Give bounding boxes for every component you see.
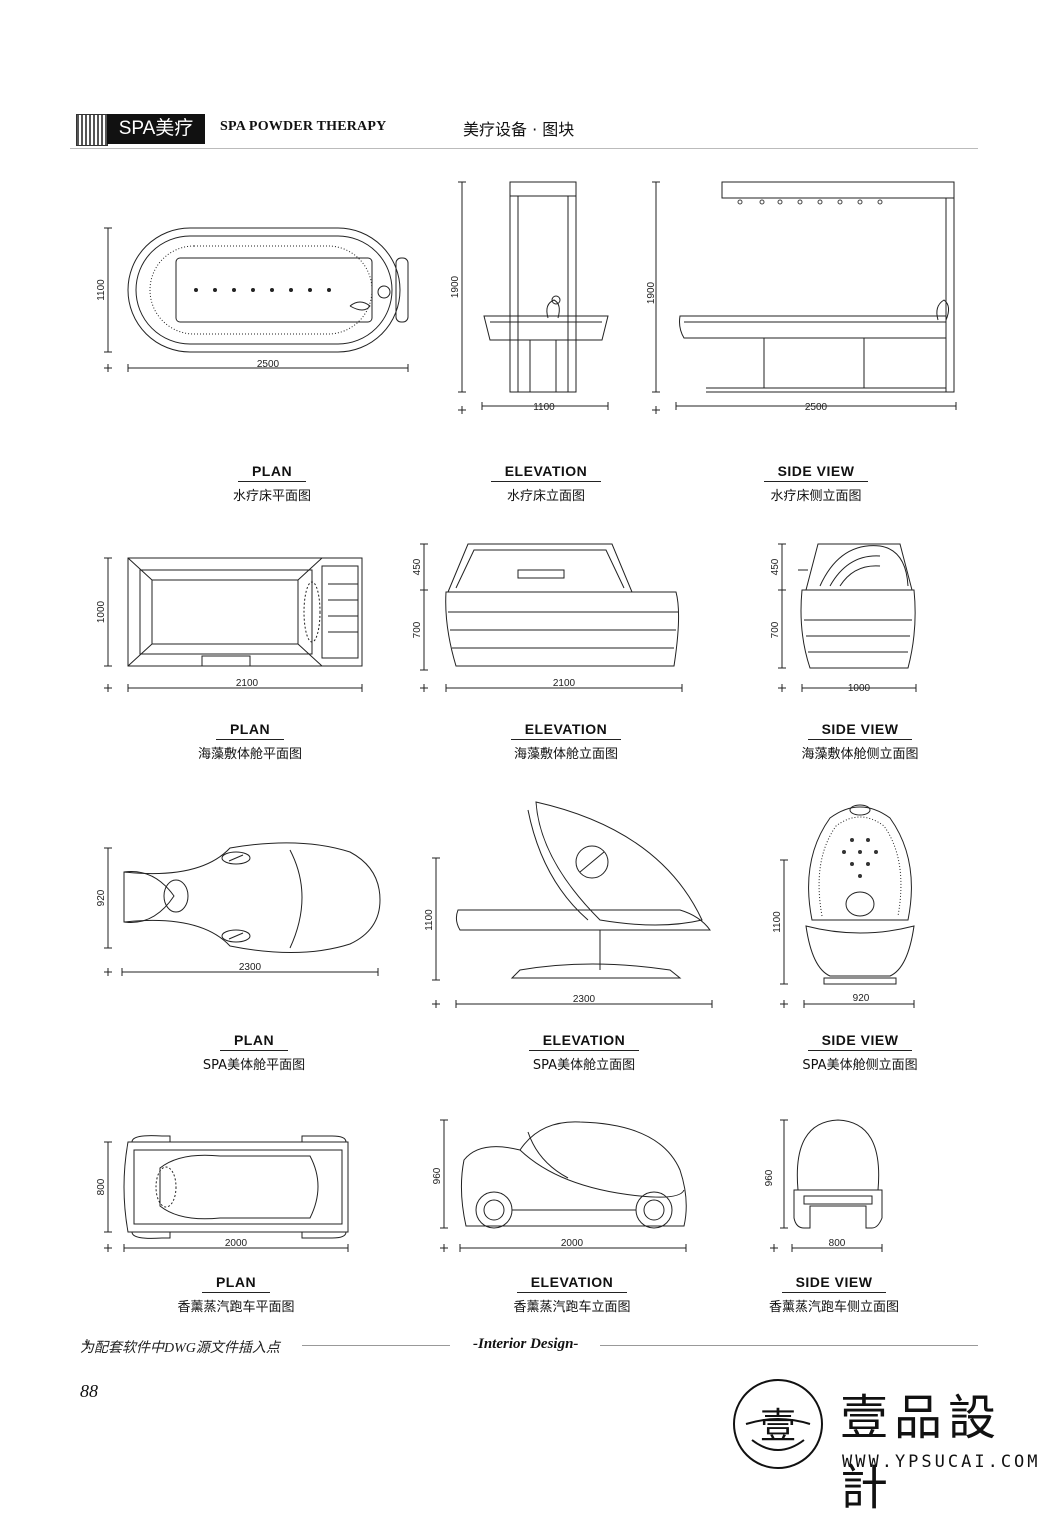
footer-series-title: -Interior Design- <box>473 1336 579 1352</box>
caption-plan-4: PLAN 香薰蒸汽跑车平面图 <box>177 1274 295 1315</box>
dim-elev-h-3: 1100 <box>424 909 435 931</box>
dim-side-h2-2: 700 <box>770 621 781 638</box>
dim-plan-h-3: 920 <box>96 889 107 906</box>
dim-elev-h-4: 960 <box>432 1167 443 1184</box>
dim-elev-h1-2: 450 <box>412 558 423 575</box>
header-title-cn: 美疗设备 · 图块 <box>463 120 575 139</box>
dim-elev-w-2: 2100 <box>553 678 576 689</box>
dim-elev-w-1: 1100 <box>533 402 555 413</box>
steam-car-elevation <box>440 1119 687 1252</box>
insertion-point-icon <box>82 1339 92 1349</box>
brand-seal-char: 壹 <box>760 1405 796 1446</box>
caption-elevation-1: ELEVATION 水疗床立面图 <box>456 461 636 504</box>
header-logo <box>76 114 108 146</box>
footer-rule-right <box>600 1345 978 1346</box>
seaweed-capsule-side-view <box>778 543 917 692</box>
caption-side-view-1: SIDE VIEW 水疗床侧立面图 <box>726 461 906 504</box>
page-number: 88 <box>80 1381 98 1401</box>
dim-side-h-4: 960 <box>764 1169 775 1186</box>
hydro-bed-side-view <box>652 181 957 414</box>
brand-seal-icon <box>733 1379 823 1469</box>
dim-elev-w-3: 2300 <box>573 994 596 1005</box>
header-title-en: SPA POWDER THERAPY <box>220 119 387 134</box>
header-divider <box>70 148 978 149</box>
brand-name: 壹品設計 <box>840 1390 1003 1516</box>
caption-side-view-2: SIDE VIEW 海藻敷体舱侧立面图 <box>801 721 919 762</box>
dim-plan-h-4: 800 <box>96 1178 107 1195</box>
hydro-bed-elevation <box>458 181 609 414</box>
caption-elevation-4: ELEVATION 香薰蒸汽跑车立面图 <box>513 1274 631 1315</box>
dim-plan-w-2: 2100 <box>236 678 259 689</box>
dim-side-w-1: 2500 <box>805 402 828 413</box>
dim-side-h1-2: 450 <box>770 558 781 575</box>
steam-car-side-view <box>770 1119 883 1252</box>
dim-side-w-4: 800 <box>829 1238 846 1249</box>
steam-car-plan <box>104 1135 349 1252</box>
insertion-point-note: 为配套软件中DWG源文件插入点 <box>80 1341 280 1356</box>
dim-side-w-2: 1000 <box>848 683 871 694</box>
spa-capsule-plan <box>104 842 381 976</box>
dim-side-h-3: 1100 <box>772 911 783 933</box>
caption-side-view-4: SIDE VIEW 香薰蒸汽跑车侧立面图 <box>768 1274 899 1315</box>
hydro-bed-plan <box>104 227 409 372</box>
dim-elev-h2-2: 700 <box>412 621 423 638</box>
caption-elevation-3: ELEVATION SPA美体舱立面图 <box>494 1030 674 1073</box>
brand-url: WWW.YPSUCAI.COM <box>842 1452 1041 1472</box>
dim-plan-h-2: 1000 <box>96 600 107 623</box>
caption-plan-1: PLAN 水疗床平面图 <box>232 463 311 504</box>
seaweed-capsule-elevation <box>420 543 683 692</box>
header-badge: SPA美疗 <box>107 114 205 144</box>
seaweed-capsule-plan <box>104 557 363 692</box>
dim-plan-h-1: 1100 <box>96 279 107 301</box>
spa-capsule-elevation <box>432 801 713 1008</box>
caption-side-view-3: SIDE VIEW SPA美体舱侧立面图 <box>802 1032 918 1073</box>
dim-side-w-3: 920 <box>853 993 870 1004</box>
dim-side-h-1: 1900 <box>646 281 657 304</box>
caption-plan-3: PLAN SPA美体舱平面图 <box>202 1032 306 1073</box>
dim-plan-w-4: 2000 <box>225 1238 248 1249</box>
dim-plan-w-1: 2500 <box>257 359 280 370</box>
dim-elev-w-4: 2000 <box>561 1238 584 1249</box>
caption-elevation-2: ELEVATION 海藻敷体舱立面图 <box>476 719 656 762</box>
dim-plan-w-3: 2300 <box>239 962 262 973</box>
caption-plan-2: PLAN 海藻敷体舱平面图 <box>197 721 302 762</box>
dim-elev-h-1: 1900 <box>450 275 461 298</box>
footer-rule-left <box>302 1345 450 1346</box>
spa-capsule-side-view <box>780 804 915 1008</box>
